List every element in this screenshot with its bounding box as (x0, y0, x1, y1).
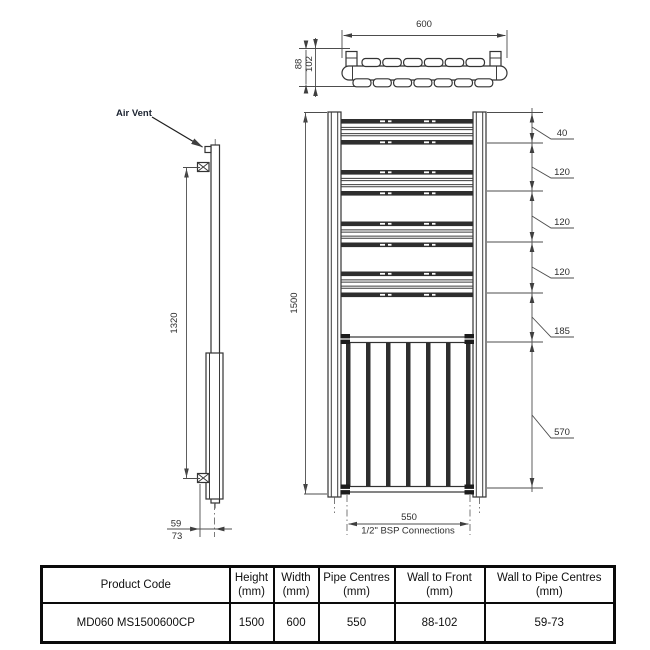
wall-to-pipe-max-label: 73 (172, 531, 183, 542)
top-depth-dim-label: 88 (294, 59, 305, 70)
top-view: 600 88 102 (294, 19, 508, 97)
callout-rail-gap-2: 120 (554, 217, 570, 228)
panel-bars (346, 342, 471, 487)
col-header-product-code: Product Code (40, 565, 231, 604)
wall-to-pipe-dimension: 59 73 (167, 484, 232, 542)
col-header-unit: (mm) (238, 586, 265, 598)
spec-table-wrapper: Product Code Height (mm) Width (mm) Pipe… (40, 565, 616, 644)
front-left-tube (327, 111, 342, 498)
col-header-height: Height (mm) (228, 565, 275, 604)
callout-rail-gap-1: 120 (554, 167, 570, 178)
cell-height: 1500 (228, 602, 275, 644)
callout-rail-gap-3: 120 (554, 267, 570, 278)
callout-top-gap: 40 (557, 128, 568, 139)
spec-table: Product Code Height (mm) Width (mm) Pipe… (40, 565, 616, 644)
col-header-label: Wall to Pipe Centres (497, 571, 602, 584)
towel-rail-groups (341, 119, 473, 297)
collector-tube (341, 65, 508, 81)
wall-to-pipe-min-label: 59 (171, 519, 182, 530)
col-header-label: Width (281, 571, 311, 584)
col-header-label: Pipe Centres (323, 571, 390, 584)
cell-wall-to-front: 88-102 (393, 602, 486, 644)
front-height-dimension: 1500 (289, 112, 327, 495)
col-header-wall-to-pipe-centres: Wall to Pipe Centres (mm) (483, 565, 616, 604)
air-vent-leader-arrow (151, 116, 204, 148)
front-height-dim-label: 1500 (289, 292, 300, 313)
cell-wall-to-pipe-centres: 59-73 (483, 602, 616, 644)
pipe-centres-dim-label: 550 (401, 512, 417, 523)
top-view-width-dimension: 600 (341, 19, 508, 58)
bottom-valve (196, 472, 210, 484)
upper-valve (196, 161, 210, 173)
flat-tubes-back-row (352, 78, 494, 88)
top-view-radiator (341, 50, 508, 88)
col-header-unit: (mm) (426, 586, 453, 598)
spec-table-header-row: Product Code Height (mm) Width (mm) Pipe… (40, 565, 616, 604)
spec-table-data-row: MD060 MS1500600CP 1500 600 550 88-102 59… (40, 602, 616, 644)
top-depth-overall-dim-label: 102 (304, 56, 315, 72)
col-header-width: Width (mm) (272, 565, 320, 604)
bsp-connections-label: 1/2" BSP Connections (361, 526, 455, 537)
front-view: 1500 550 1/2" BSP Connections (289, 108, 574, 537)
wall-bracket-right (489, 50, 502, 68)
cell-product-code: MD060 MS1500600CP (40, 602, 231, 644)
col-header-label: Height (234, 571, 269, 584)
side-tapping-dim-label: 1320 (169, 312, 180, 333)
col-header-label: Wall to Front (407, 571, 472, 584)
rail-spacing-dimensions: 40 120 120 120 185 570 (487, 108, 574, 492)
flat-tubes-front-row (361, 57, 486, 68)
callout-panel-height: 570 (554, 427, 570, 438)
front-panel (340, 334, 474, 495)
side-view: Air Vent 1320 (116, 108, 232, 542)
wall-bracket-left (345, 50, 358, 68)
col-header-unit: (mm) (343, 586, 370, 598)
front-right-tube (472, 111, 487, 498)
top-width-dim-label: 600 (416, 19, 432, 30)
top-view-depth-dimension: 88 102 (294, 38, 360, 97)
callout-panel-gap: 185 (554, 326, 570, 337)
air-vent-label: Air Vent (116, 108, 153, 119)
cell-width: 600 (272, 602, 320, 644)
side-tube (210, 144, 221, 504)
pipe-centres-dimension: 550 1/2" BSP Connections (346, 495, 471, 537)
cell-pipe-centres: 550 (317, 602, 396, 644)
side-tapping-dimension: 1320 (169, 167, 200, 479)
col-header-pipe-centres: Pipe Centres (mm) (317, 565, 396, 604)
col-header-wall-to-front: Wall to Front (mm) (393, 565, 486, 604)
panel-fittings (340, 334, 474, 495)
col-header-unit: (mm) (282, 586, 310, 598)
col-header-unit: (mm) (535, 586, 563, 598)
col-header-label: Product Code (100, 578, 171, 591)
air-vent-fitting (204, 145, 212, 154)
